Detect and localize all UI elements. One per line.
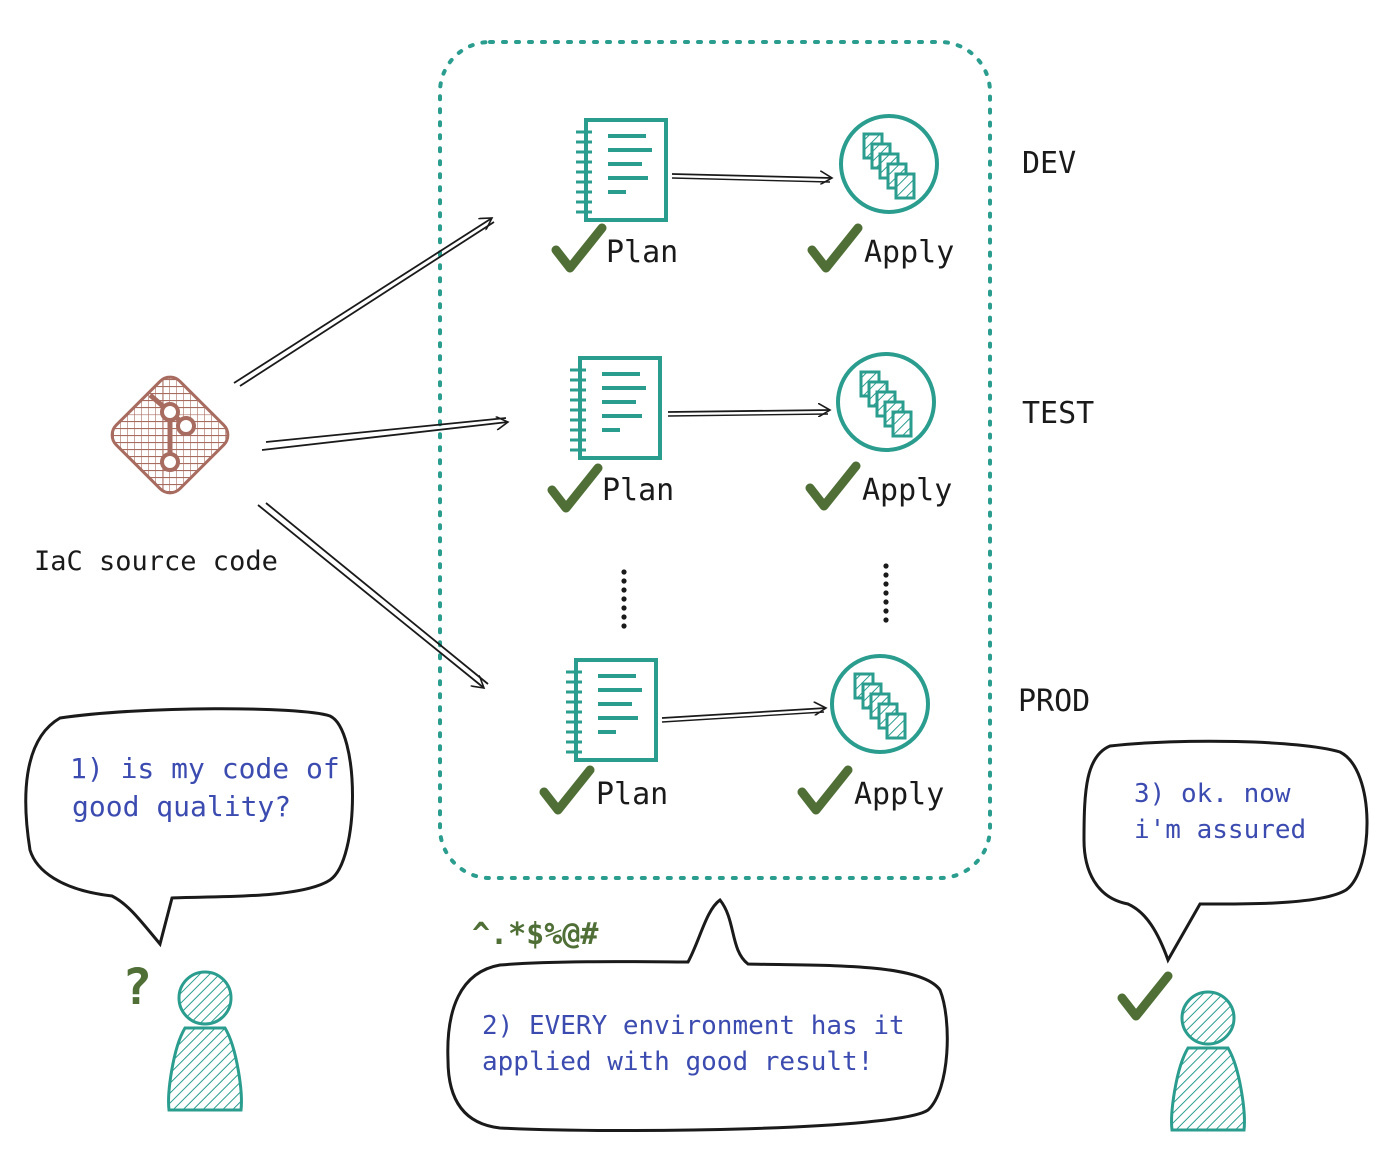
plan-label: Plan xyxy=(596,777,668,812)
bubble-middle-line2: applied with good result! xyxy=(482,1047,873,1077)
bubble-middle-line1: 2) EVERY environment has it xyxy=(482,1011,905,1041)
env-name-test: TEST xyxy=(1022,396,1094,431)
apply-label: Apply xyxy=(862,473,952,508)
speech-bubble-left: 1) is my code of good quality? xyxy=(24,707,354,948)
git-branch-icon xyxy=(148,393,196,472)
plan-check-icon xyxy=(556,228,602,268)
assured-check-icon xyxy=(1122,976,1168,1016)
plan-document-icon xyxy=(574,118,668,222)
plan-label: Plan xyxy=(606,235,678,270)
source-arrows xyxy=(233,218,508,688)
plan-to-apply-arrow xyxy=(671,174,832,178)
env-row-prod: Plan Apply PROD xyxy=(544,654,1090,812)
apply-label: Apply xyxy=(854,777,944,812)
env-row-dev: Plan Apply DEV xyxy=(556,114,1076,270)
speech-bubble-middle: 2) EVERY environment has it applied with… xyxy=(446,897,949,1133)
apply-stack-icon xyxy=(830,654,930,754)
plan-label: Plan xyxy=(602,473,674,508)
apply-stack-icon xyxy=(836,352,936,452)
arrow-to-prod xyxy=(257,504,484,688)
arrow-to-dev xyxy=(233,218,492,384)
plan-to-apply-arrow xyxy=(661,708,826,719)
question-mark-icon: ? xyxy=(122,958,152,1016)
plan-check-icon xyxy=(544,770,590,810)
exclamation-symbols: ^.*$%@# xyxy=(472,917,598,952)
apply-check-icon xyxy=(802,770,848,810)
plan-document-icon xyxy=(568,356,662,460)
env-name-dev: DEV xyxy=(1022,146,1076,181)
plan-check-icon xyxy=(552,468,598,508)
speech-bubble-right: 3) ok. now i'm assured xyxy=(1082,739,1369,964)
env-row-test: Plan Apply TEST xyxy=(552,352,1094,508)
plan-to-apply-arrow xyxy=(667,410,830,412)
bubble-left-line1: 1) is my code of xyxy=(70,752,340,785)
arrow-to-test xyxy=(261,422,508,451)
env-name-prod: PROD xyxy=(1018,684,1090,719)
apply-stack-icon xyxy=(839,114,939,214)
more-environments-dots xyxy=(621,563,889,629)
apply-check-icon xyxy=(812,228,858,268)
apply-label: Apply xyxy=(864,235,954,270)
bubble-right-line2: i'm assured xyxy=(1134,815,1306,845)
apply-check-icon xyxy=(810,466,856,506)
plan-document-icon xyxy=(564,658,658,762)
source-label: IaC source code xyxy=(34,546,278,577)
bubble-left-line2: good quality? xyxy=(72,790,291,823)
confused-person-icon xyxy=(167,970,243,1112)
assured-person-icon xyxy=(1170,990,1246,1132)
bubble-right-line1: 3) ok. now xyxy=(1134,779,1291,809)
environments-group-box xyxy=(438,40,992,880)
